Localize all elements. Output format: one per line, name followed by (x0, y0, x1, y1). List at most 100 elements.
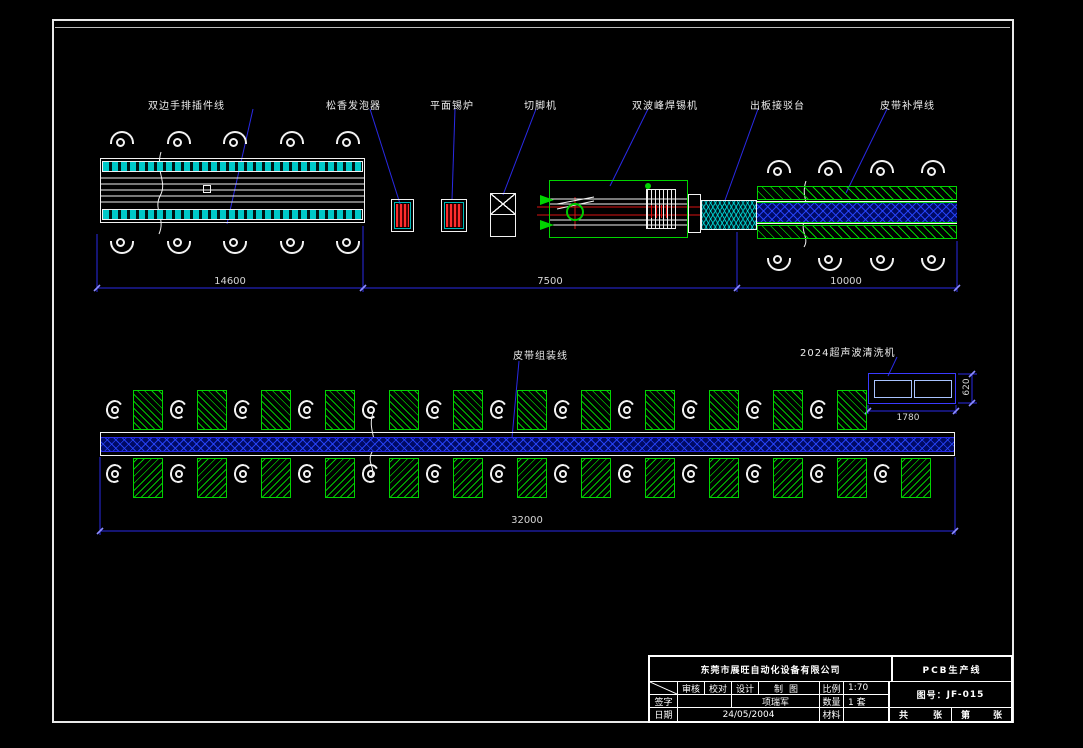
label-ultrasonic-cleaner: 2024超声波清洗机 (800, 344, 895, 359)
operator-chair-icon (869, 248, 895, 271)
machine-assembly-belt (100, 432, 955, 456)
material-label: 材料 (820, 708, 844, 721)
operator-chair-icon (361, 462, 383, 487)
operator-chair-icon (222, 131, 248, 154)
machine-ultrasonic-cleaner (868, 373, 956, 404)
conveyor-detail-square (203, 185, 211, 193)
proof-label: 校对 (705, 682, 732, 695)
machine-lead-cutter (490, 193, 516, 237)
label-repair-belt: 皮带补焊线 (880, 97, 935, 112)
date-label: 日期 (650, 708, 678, 721)
label-wave-solder: 双波峰焊锡机 (632, 97, 698, 112)
sign-label: 签字 (650, 695, 678, 708)
sheet-number-cell: 第 张 (952, 708, 1011, 721)
chair-row-repair-bottom (766, 248, 946, 271)
label-lead-cutter: 切脚机 (524, 97, 557, 112)
operator-chair-icon (166, 231, 192, 254)
machine-insertion-line (100, 158, 365, 223)
qty-value: 1 套 (844, 695, 890, 708)
dim-total: 32000 (487, 515, 567, 526)
qty-label: 数量 (820, 695, 844, 708)
design-label: 设计 (732, 682, 759, 695)
operator-chair-icon (169, 398, 191, 423)
sheet-no-label: 第 (961, 708, 970, 721)
machine-repair-belt (757, 186, 957, 239)
label-assembly-belt: 皮带组装线 (513, 347, 568, 362)
machine-outfeed-table (701, 200, 757, 230)
operator-chair-icon (681, 462, 703, 487)
operator-chair-icon (873, 462, 895, 487)
chair-row-insertion-bottom (109, 231, 361, 254)
operator-chair-icon (920, 160, 946, 183)
operator-chair-icon (817, 248, 843, 271)
operator-chair-icon (681, 398, 703, 423)
operator-chair-icon (105, 398, 127, 423)
sheet-unit-label: 张 (933, 708, 942, 721)
operator-chair-icon (809, 462, 831, 487)
date-value: 24/05/2004 (678, 708, 820, 721)
drawing-number-value: JF-015 (947, 690, 985, 700)
diagonal-line (650, 682, 677, 694)
material-value (844, 708, 890, 721)
operator-chair-icon (297, 462, 319, 487)
operator-chair-icon (766, 160, 792, 183)
operator-chair-icon (920, 248, 946, 271)
operator-chair-icon (809, 398, 831, 423)
dim-seg3: 10000 (806, 276, 886, 287)
drawing-number: 图号：JF-015 (890, 682, 1011, 708)
operator-chair-icon (489, 398, 511, 423)
operator-chair-icon (869, 160, 895, 183)
operator-chair-icon (745, 462, 767, 487)
side-chair-row-bottom (105, 462, 895, 487)
flux-wheel-icon (566, 203, 584, 221)
drawing-number-label: 图号： (917, 688, 947, 701)
operator-chair-icon (166, 131, 192, 154)
chair-row-repair-top (766, 160, 946, 183)
operator-chair-icon (297, 398, 319, 423)
scale-value: 1:70 (844, 682, 890, 695)
operator-chair-icon (105, 462, 127, 487)
operator-chair-icon (109, 231, 135, 254)
sheet-total-label: 共 (899, 708, 908, 721)
workstation-block (837, 390, 867, 430)
operator-chair-icon (279, 231, 305, 254)
operator-chair-icon (335, 231, 361, 254)
sheet-unit-label: 张 (993, 708, 1002, 721)
sign-blank-cell (678, 695, 732, 708)
operator-chair-icon (617, 462, 639, 487)
draft-label: 制图 (759, 682, 820, 695)
operator-chair-icon (222, 231, 248, 254)
operator-chair-icon (425, 462, 447, 487)
conveyor-chain-top (102, 161, 363, 172)
dim-seg1: 14600 (190, 276, 270, 287)
company-name: 东莞市展旺自动化设备有限公司 (650, 657, 893, 682)
designer-name: 项瑞军 (732, 695, 820, 708)
check-label: 审核 (678, 682, 705, 695)
operator-chair-icon (109, 131, 135, 154)
operator-chair-icon (361, 398, 383, 423)
operator-chair-icon (279, 131, 305, 154)
side-chair-row-top (105, 398, 831, 423)
operator-chair-icon (745, 398, 767, 423)
operator-chair-icon (233, 398, 255, 423)
operator-chair-icon (553, 398, 575, 423)
operator-chair-icon (617, 398, 639, 423)
operator-chair-icon (425, 398, 447, 423)
label-flux-foamer: 松香发泡器 (326, 97, 381, 112)
operator-chair-icon (553, 462, 575, 487)
conveyor-chain-bottom (102, 209, 363, 220)
dim-seg2: 7500 (510, 276, 590, 287)
chair-row-insertion-top (109, 131, 361, 154)
title-block: 东莞市展旺自动化设备有限公司 PCB生产线 审核 校对 设计 制图 比例 1:7… (648, 655, 1013, 723)
scale-label: 比例 (820, 682, 844, 695)
corner-cell (650, 682, 678, 695)
workstation-block (901, 458, 931, 498)
dim-cleaner-height: 620 (962, 374, 972, 400)
product-title: PCB生产线 (893, 657, 1011, 682)
operator-chair-icon (766, 248, 792, 271)
machine-flux-foamer (391, 199, 414, 232)
operator-chair-icon (489, 462, 511, 487)
machine-connector (688, 194, 701, 233)
machine-solder-pot (441, 199, 467, 232)
